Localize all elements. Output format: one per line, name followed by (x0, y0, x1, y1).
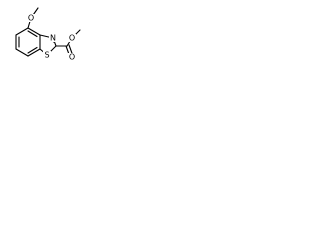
chemical-structure-diagram: O S N O O (15, 7, 81, 62)
bond-benzene-6 (27, 27, 41, 36)
bond-benzene-inner-2 (27, 46, 38, 54)
bond-benzene-3 (15, 48, 29, 57)
ester-ether-oxygen-label: O (69, 34, 75, 43)
bond-benzene-4 (27, 48, 41, 57)
thiazole-sulfur-label: S (44, 51, 49, 60)
atom-labels: O S N O O (27, 14, 76, 62)
bond-benzene-1 (15, 27, 29, 36)
methoxy-oxygen-label: O (28, 14, 34, 23)
thiazole-nitrogen-label: N (50, 34, 56, 43)
bond-benzene-inner-3 (27, 30, 38, 38)
ester-carbonyl-oxygen-label: O (69, 53, 75, 62)
